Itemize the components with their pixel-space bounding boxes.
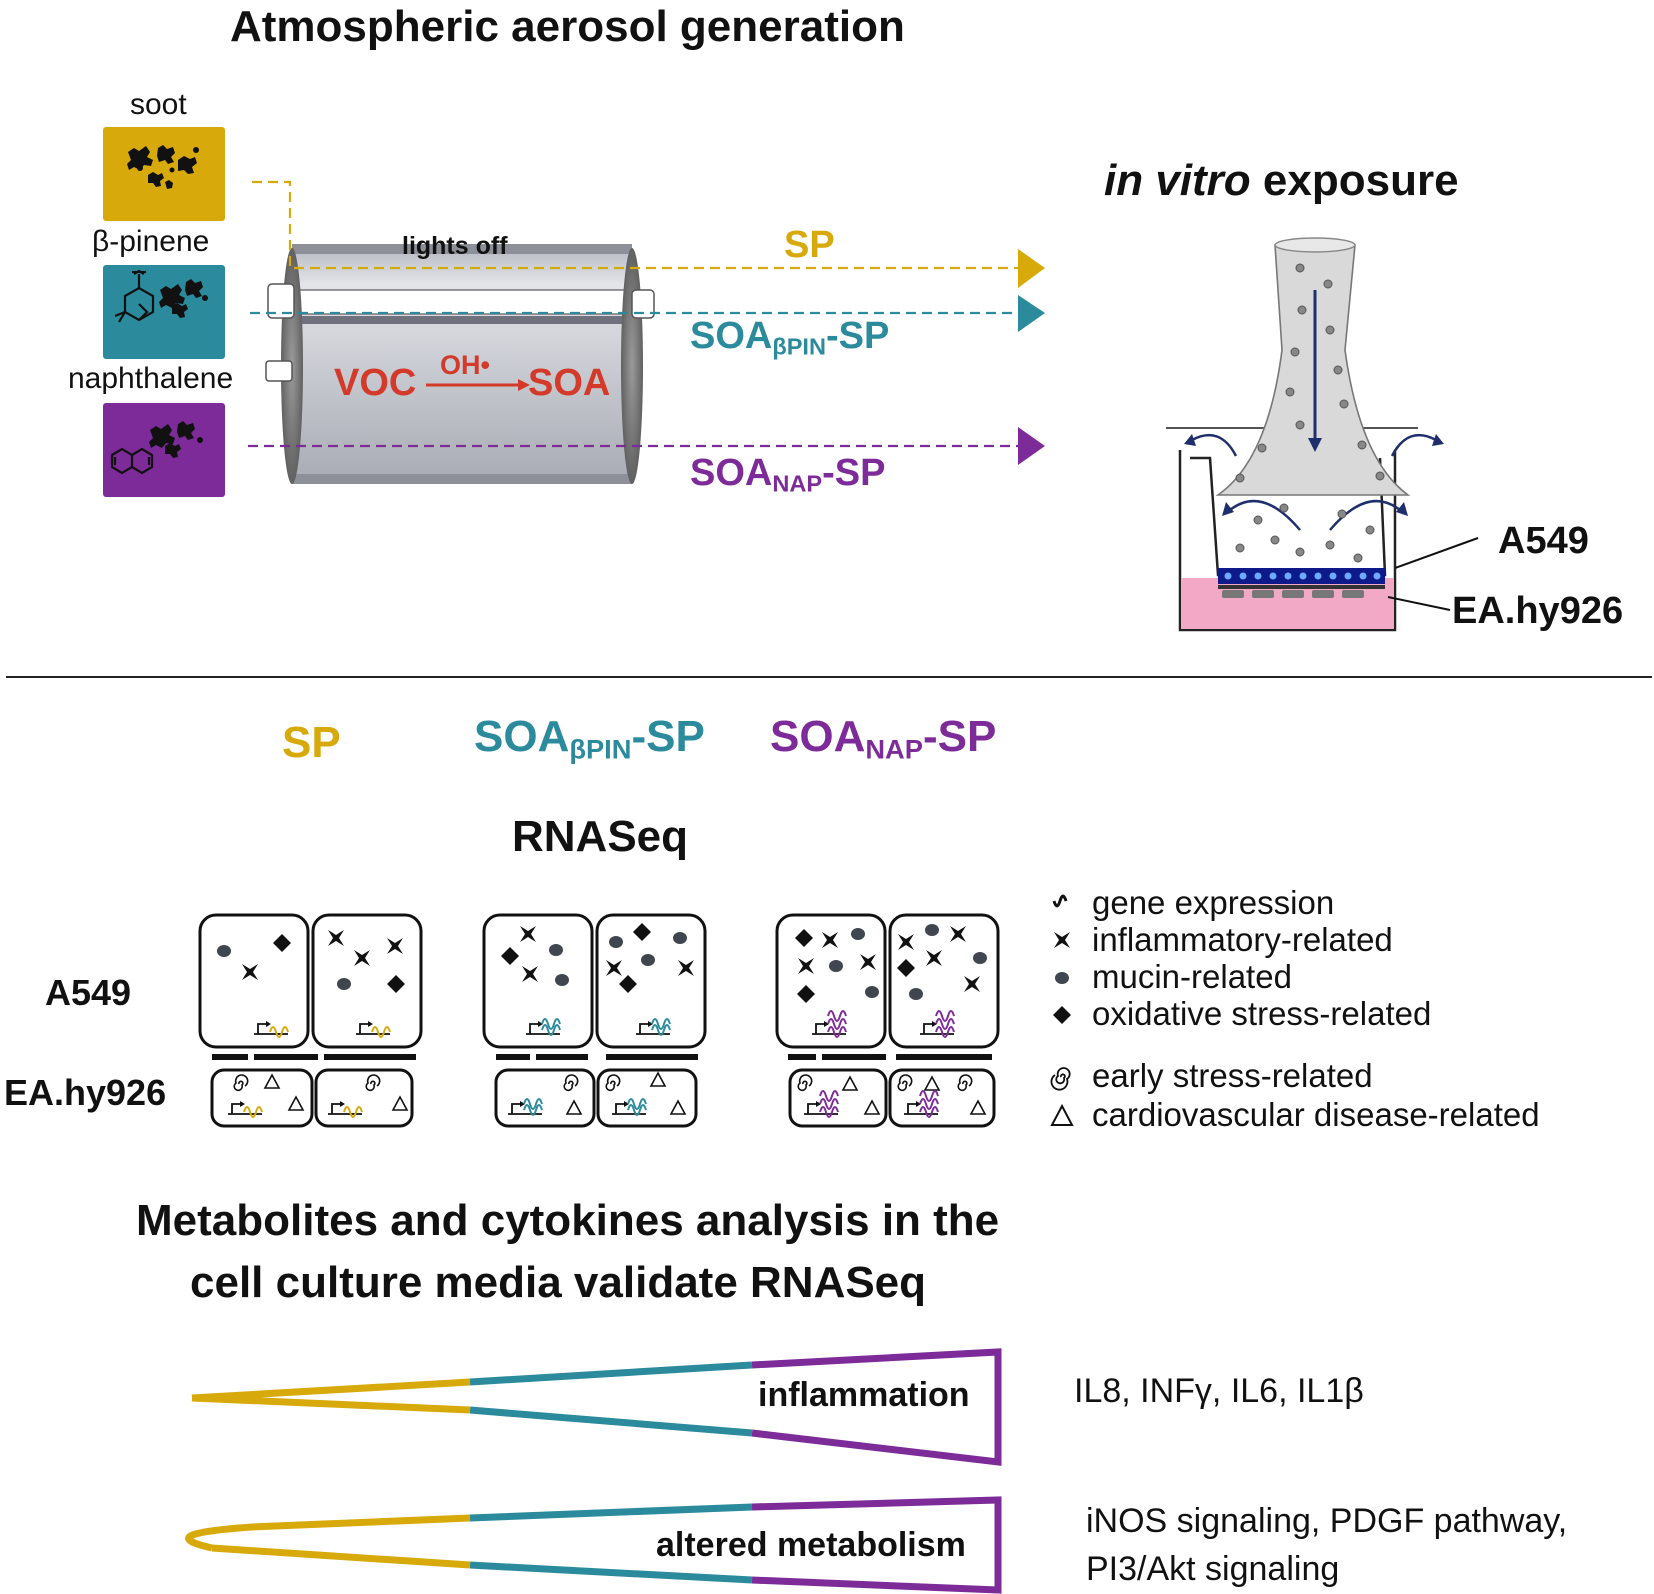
soot-particle-icon xyxy=(127,145,199,189)
legend-label: gene expression xyxy=(1092,884,1335,921)
bottom-title-line2: cell culture media validate RNASeq xyxy=(190,1258,927,1307)
column-header-soa-nap-main: SOA xyxy=(770,712,866,761)
column-header-soa-nap-tail: -SP xyxy=(922,712,997,761)
column-header-soa-bpin-tail: -SP xyxy=(631,712,705,761)
naphthalene-soot-icon xyxy=(149,421,203,458)
column-header-sp: SP xyxy=(282,718,341,767)
page-title: Atmospheric aerosol generation xyxy=(230,2,905,51)
oxidative-stress-icon xyxy=(1053,1006,1071,1024)
cell-group-soa-nap xyxy=(775,913,1000,1128)
cell-group-soa-bpin xyxy=(482,913,707,1128)
soa-bpin-route xyxy=(250,295,1045,332)
route-label-soa-nap-main: SOA xyxy=(690,452,773,494)
exposure-apparatus-icon xyxy=(1166,237,1479,632)
metabolism-wedge xyxy=(185,1496,1002,1594)
route-label-soa-nap-sub: NAP xyxy=(772,470,823,497)
exposure-title-italic: in vitro xyxy=(1104,156,1251,205)
route-label-soa-bpin-main: SOA xyxy=(690,315,773,357)
aerosol-generation-diagram xyxy=(6,127,1652,678)
legend-item: gene expression xyxy=(1048,884,1334,922)
legend-item: early stress-related xyxy=(1048,1057,1373,1095)
legend-label: early stress-related xyxy=(1092,1057,1373,1094)
legend-label: oxidative stress-related xyxy=(1092,995,1432,1032)
reaction-arrow-icon xyxy=(426,379,530,391)
legend-label: cardiovascular disease-related xyxy=(1092,1096,1540,1133)
wedge-label-inflammation: inflammation xyxy=(758,1376,970,1414)
legend-item: inflammatory-related xyxy=(1048,921,1393,959)
naphthalene-box xyxy=(103,403,225,497)
inflammatory-icon xyxy=(1054,932,1070,948)
early-stress-icon xyxy=(1050,1067,1071,1091)
legend-item: cardiovascular disease-related xyxy=(1048,1096,1540,1134)
route-label-soa-nap-tail: -SP xyxy=(822,452,886,494)
column-header-soa-bpin: SOAβPIN-SP xyxy=(474,712,705,766)
soa-nap-route xyxy=(248,427,1045,465)
mucin-icon xyxy=(1055,972,1069,984)
route-label-soa-nap: SOANAP-SP xyxy=(690,452,885,498)
bpinene-soot-icon xyxy=(159,279,208,318)
source-label-soot: soot xyxy=(130,88,187,121)
inflammation-wedge xyxy=(191,1348,1002,1466)
exposure-title: in vitro exposure xyxy=(1104,156,1459,206)
lights-off-label: lights off xyxy=(402,232,508,260)
route-label-soa-bpin-tail: -SP xyxy=(825,315,890,357)
column-header-soa-nap: SOANAP-SP xyxy=(770,712,996,766)
cell-group-sp xyxy=(198,913,423,1128)
route-label-soa-bpin: SOAβPIN-SP xyxy=(690,315,889,361)
gene-expression-icon xyxy=(1052,894,1068,908)
bpinene-molecule-icon xyxy=(114,269,155,323)
column-header-soa-bpin-sub: βPIN xyxy=(569,733,632,765)
column-header-soa-bpin-main: SOA xyxy=(474,712,570,761)
wedge-detail-inflammation: IL8, INFγ, IL6, IL1β xyxy=(1074,1372,1364,1410)
wedge-detail-metabolism-line2: PI3/Akt signaling xyxy=(1086,1550,1340,1588)
legend: gene expression inflammatory-related muc… xyxy=(1048,884,1608,1144)
route-label-soa-bpin-sub: βPIN xyxy=(772,333,826,360)
oh-radical-label: OH• xyxy=(440,350,490,380)
exposure-label-ea: EA.hy926 xyxy=(1452,590,1624,632)
column-header-soa-nap-sub: NAP xyxy=(865,733,923,765)
row-label-a549: A549 xyxy=(45,972,132,1013)
source-label-bpinene: β-pinene xyxy=(92,225,210,258)
bottom-title-line1: Metabolites and cytokines analysis in th… xyxy=(136,1196,1000,1245)
sp-route xyxy=(252,180,1045,288)
exposure-title-rest: exposure xyxy=(1250,156,1459,205)
cardiovascular-icon xyxy=(1050,1103,1074,1126)
exposure-label-a549: A549 xyxy=(1498,520,1589,562)
rnaseq-title: RNASeq xyxy=(512,812,689,861)
route-label-sp: SP xyxy=(784,224,835,266)
naphthalene-molecule-icon xyxy=(110,447,154,475)
legend-label: mucin-related xyxy=(1092,958,1292,995)
wedge-label-metabolism: altered metabolism xyxy=(656,1526,966,1564)
soa-label: SOA xyxy=(528,362,611,404)
source-label-naphthalene: naphthalene xyxy=(68,362,234,395)
legend-label: inflammatory-related xyxy=(1092,921,1393,958)
wedge-detail-metabolism-line1: iNOS signaling, PDGF pathway, xyxy=(1086,1502,1568,1540)
row-label-ea: EA.hy926 xyxy=(4,1072,167,1113)
legend-item: mucin-related xyxy=(1048,958,1292,996)
voc-label: VOC xyxy=(334,362,417,404)
legend-item: oxidative stress-related xyxy=(1048,995,1431,1033)
